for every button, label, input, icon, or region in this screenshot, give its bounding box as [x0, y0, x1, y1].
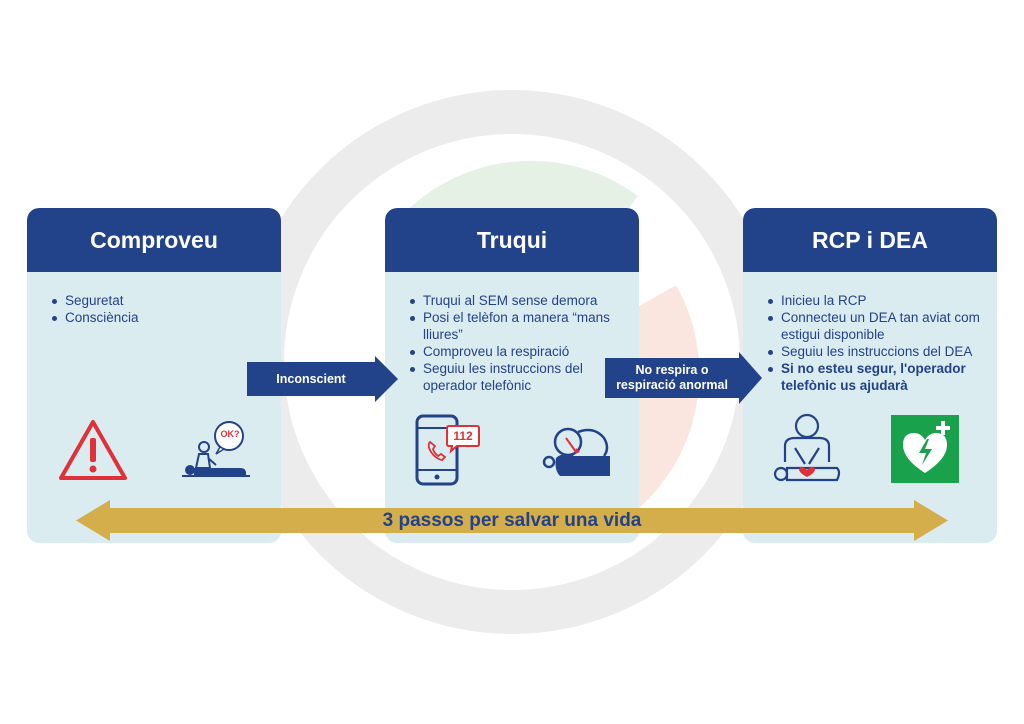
list-item: Comproveu la respiració — [409, 343, 625, 360]
transition-label-2-line2: respiració anormal — [616, 378, 728, 392]
step-title: Comproveu — [27, 208, 281, 272]
phone-call-icon: 112 — [415, 414, 481, 486]
list-item: Seguretat — [51, 292, 267, 309]
step-list: Truqui al SEM sense demora Posi el telèf… — [385, 292, 639, 394]
warning-triangle-icon — [59, 420, 127, 480]
ok-bubble-text: OK? — [220, 429, 240, 439]
step-list: Seguretat Consciència — [27, 292, 281, 326]
step-card-call: Truqui Truqui al SEM sense demora Posi e… — [385, 208, 639, 543]
footer-double-arrow — [76, 500, 948, 541]
list-item: Si no esteu segur, l'operador telefònic … — [767, 360, 983, 394]
check-breathing-icon — [542, 427, 610, 476]
list-item: Truqui al SEM sense demora — [409, 292, 625, 309]
footer-label: 3 passos per salvar una vida — [382, 509, 642, 531]
list-item: Connecteu un DEA tan aviat com estigui d… — [767, 309, 983, 343]
transition-label-2-line1: No respira o — [635, 363, 709, 377]
list-item: Inicieu la RCP — [767, 292, 983, 309]
list-item: Seguiu les instruccions del DEA — [767, 343, 983, 360]
list-item: Seguiu les instruccions del operador tel… — [409, 360, 625, 394]
phone-number-text: 112 — [453, 429, 473, 443]
step-title: Truqui — [385, 208, 639, 272]
step-title: RCP i DEA — [743, 208, 997, 272]
aed-icon — [891, 415, 959, 483]
transition-arrow-1 — [247, 356, 398, 402]
step-card-check: Comproveu Seguretat Consciència — [27, 208, 281, 543]
cpr-icon — [773, 413, 841, 482]
transition-label-2: No respira o respiració anormal — [605, 358, 739, 398]
step-card-cpr-aed: RCP i DEA Inicieu la RCP Connecteu un DE… — [743, 208, 997, 543]
transition-label-1: Inconscient — [276, 371, 346, 386]
check-consciousness-icon: OK? — [178, 418, 256, 482]
list-item: Posi el telèfon a manera “mans lliures” — [409, 309, 625, 343]
list-item: Consciència — [51, 309, 267, 326]
step-list: Inicieu la RCP Connecteu un DEA tan avia… — [743, 292, 997, 394]
transition-arrow-2 — [605, 352, 762, 404]
